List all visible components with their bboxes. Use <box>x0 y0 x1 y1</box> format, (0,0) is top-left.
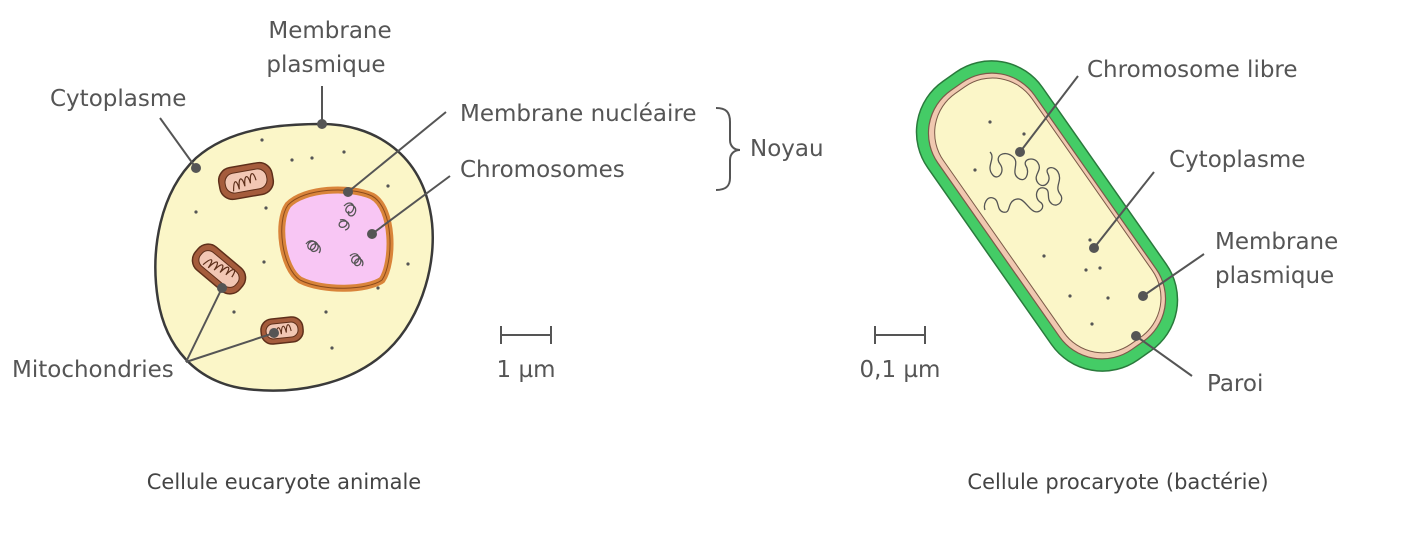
prokaryote-scale-bar <box>874 326 926 344</box>
label-chromosomes: Chromosomes <box>460 157 625 183</box>
leader-chromosome-libre <box>1019 75 1079 153</box>
prokaryote-caption: Cellule procaryote (bactérie) <box>967 470 1268 494</box>
prokaryote-cytoplasm-dots <box>973 120 1110 326</box>
chromosome-strand-1 <box>338 202 357 231</box>
leader-cytoplasme <box>159 117 197 169</box>
prokaryote-leader-lines <box>1015 75 1205 377</box>
leader-paroi <box>1135 335 1193 377</box>
chromosome-strand-2 <box>305 240 321 254</box>
prokaryote-scale-label: 0,1 µm <box>860 357 941 383</box>
label-paroi: Paroi <box>1207 371 1263 397</box>
leader-membrane-nucleaire <box>347 111 447 193</box>
label-cytoplasme: Cytoplasme <box>50 86 186 112</box>
leader-cytoplasme-bacterie <box>1093 171 1155 249</box>
chromosome-strand-3 <box>349 253 364 267</box>
prokaryote-cell: Chromosome libre Cytoplasme Membrane pla… <box>860 57 1339 494</box>
mitochondrion-3 <box>260 316 304 345</box>
mitochondrion-1 <box>217 161 275 201</box>
label-membrane-bacterie-line1: Membrane <box>1215 229 1338 255</box>
eukaryote-scale-bar <box>500 326 552 344</box>
leader-chromosomes <box>371 175 451 235</box>
eukaryote-cytoplasm-dots <box>194 138 410 350</box>
leader-mitochondrie-3 <box>185 332 275 363</box>
label-membrane-nucleaire: Membrane nucléaire <box>460 101 697 127</box>
label-chromosome-libre: Chromosome libre <box>1087 57 1298 83</box>
mitochondrion-2 <box>191 243 247 295</box>
label-noyau: Noyau <box>750 136 824 162</box>
label-mitochondries: Mitochondries <box>12 357 174 383</box>
noyau-brace <box>715 107 741 191</box>
nucleus <box>278 186 394 292</box>
label-membrane-line2: plasmique <box>266 52 385 78</box>
bacterial-chromosome <box>983 151 1063 213</box>
label-membrane-bacterie-line2: plasmique <box>1215 263 1334 289</box>
label-cytoplasme-bacterie: Cytoplasme <box>1169 147 1305 173</box>
eukaryote-scale-label: 1 µm <box>497 357 556 383</box>
nuclear-envelope <box>278 186 394 292</box>
eukaryote-caption: Cellule eucaryote animale <box>147 470 421 494</box>
eukaryote-cell: Membrane plasmique Cytoplasme Membrane n… <box>12 18 824 494</box>
leader-membrane-bacterie <box>1142 253 1205 297</box>
leader-mitochondrie-2 <box>185 287 223 363</box>
eukaryote-leader-lines <box>159 86 451 363</box>
label-membrane-line1: Membrane <box>268 18 391 44</box>
